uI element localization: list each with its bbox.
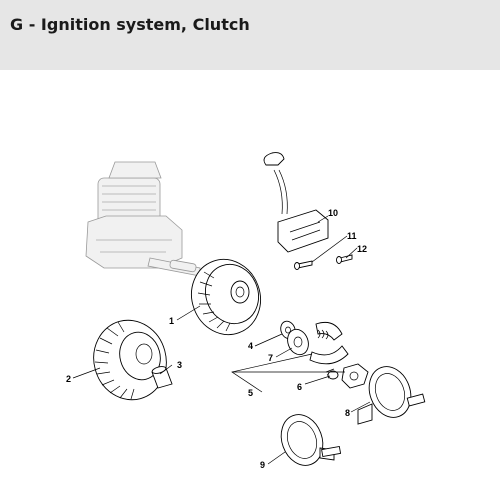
sleeve-part (151, 366, 173, 389)
ignition-module-part (263, 152, 329, 253)
callout-9: 9 (260, 460, 265, 470)
callout-1: 1 (169, 316, 174, 326)
disc-part (287, 328, 309, 356)
callout-7: 7 (268, 353, 273, 363)
callout-6: 6 (297, 382, 302, 392)
header-bar: G - Ignition system, Clutch (0, 0, 500, 70)
leader-lines (72, 215, 371, 465)
callout-12: 12 (357, 244, 367, 254)
engine-block-drawing (85, 161, 201, 277)
flywheel-part (191, 258, 261, 336)
callout-4: 4 (248, 341, 253, 351)
callout-2: 2 (66, 374, 71, 384)
page-title: G - Ignition system, Clutch (10, 15, 250, 34)
fan-rotor-part (93, 319, 167, 401)
clutch-drum-part (357, 366, 426, 425)
callout-5: 5 (248, 388, 253, 398)
callout-labels: 1 2 3 4 5 6 7 8 9 10 11 12 (66, 208, 367, 470)
clutch-drum-variant-part (280, 414, 342, 466)
callout-8: 8 (345, 408, 350, 418)
clutch-carrier-part (341, 363, 369, 389)
exploded-parts-diagram: 1 2 3 4 5 6 7 8 9 10 11 12 (66, 152, 426, 470)
callout-3: 3 (177, 360, 182, 370)
callout-10: 10 (328, 208, 338, 218)
callout-11: 11 (347, 231, 357, 241)
clutch-shoes-part (309, 321, 349, 380)
screw-parts (294, 254, 353, 270)
